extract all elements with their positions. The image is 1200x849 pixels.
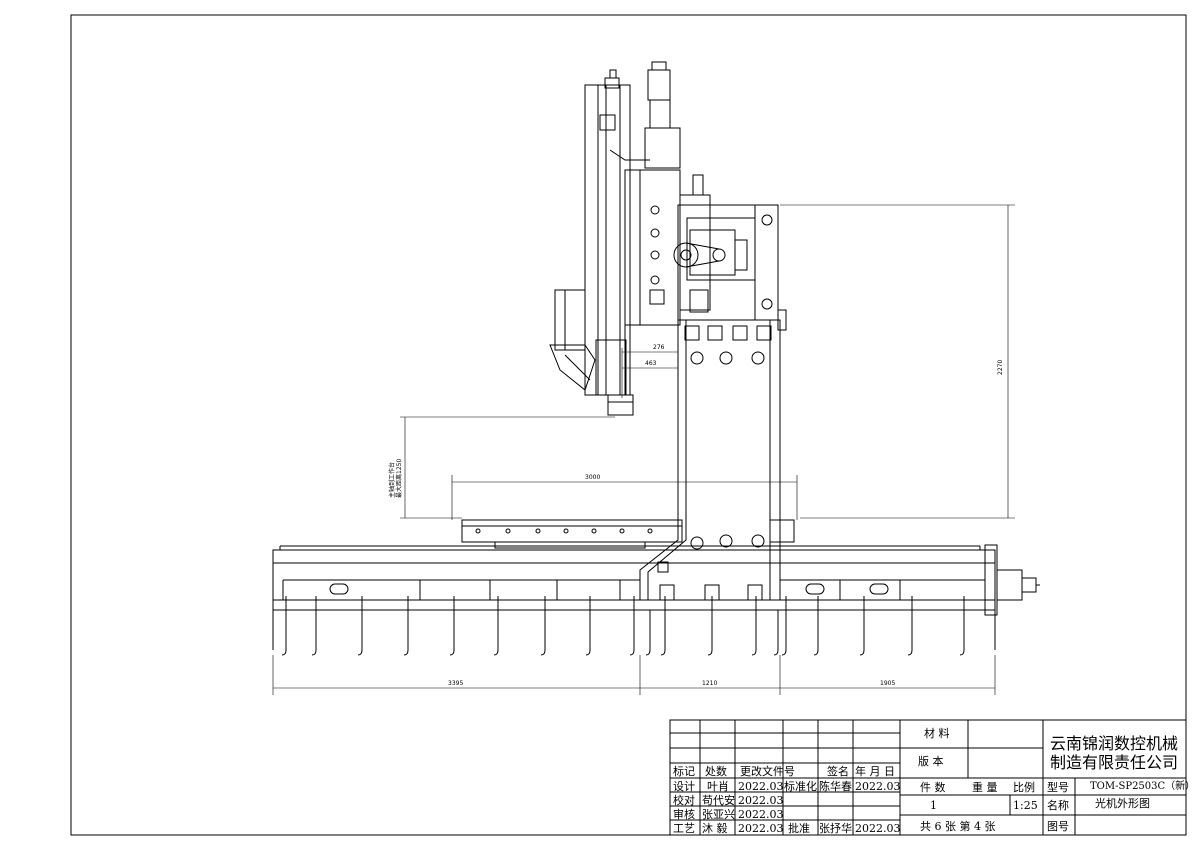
sheet-count: 共 6 张 第 4 张	[920, 820, 996, 833]
header-mark: 标记	[673, 765, 695, 778]
row-process-date: 2022.03	[738, 822, 784, 835]
sheet-border	[70, 14, 1187, 836]
header-date: 年 月 日	[855, 765, 895, 778]
title-block-grid	[669, 719, 1187, 836]
dim-3395: 3395	[448, 680, 464, 687]
drawing-no-label: 图号	[1047, 820, 1069, 833]
work-table	[461, 519, 795, 549]
header-sign: 签名	[827, 765, 849, 778]
row-review-role: 审核	[673, 808, 695, 821]
dim-3000: 3000	[585, 474, 601, 481]
row-review-name: 张亚兴	[702, 808, 735, 821]
dim-1210: 1210	[702, 680, 718, 687]
qty-value: 1	[930, 799, 937, 812]
scale-value: 1:25	[1013, 799, 1038, 812]
dim-spindle-table-value: 最大距离1250	[396, 458, 403, 498]
counterweight-cylinder	[644, 61, 681, 169]
row-process-name: 沐 毅	[702, 822, 728, 835]
dim-463: 463	[645, 360, 657, 367]
header-count: 处数	[705, 765, 727, 778]
dim-276: 276	[653, 344, 665, 351]
header-change-doc: 更改文件号	[740, 765, 795, 778]
name-label: 名称	[1047, 799, 1069, 812]
row-check-role: 校对	[673, 794, 695, 807]
dim-1905: 1905	[880, 680, 896, 687]
row-review-date: 2022.03	[738, 808, 784, 821]
row-check-name: 苟代安	[702, 794, 735, 807]
row-process-role: 工艺	[673, 822, 695, 835]
drive-pulley	[673, 229, 748, 276]
tool-changer	[549, 289, 596, 391]
version-label: 版 本	[918, 755, 944, 768]
dim-2270: 2270	[997, 359, 1004, 375]
name-value: 光机外形图	[1095, 797, 1150, 810]
company-name-line1: 云南锦润数控机械	[1050, 734, 1179, 753]
model-value: TOM-SP2503C（新）	[1090, 781, 1196, 792]
company-name-line2: 制造有限责任公司	[1050, 753, 1179, 772]
scale-label: 比例	[1013, 781, 1035, 794]
row-design-name: 叶肖	[707, 780, 729, 793]
row-process-date2: 2022.03	[855, 822, 901, 835]
chip-conveyor-motor	[984, 544, 1040, 616]
row-design-date2: 2022.03	[855, 780, 901, 793]
weight-label: 重 量	[972, 781, 998, 794]
column	[639, 204, 787, 601]
saddle	[609, 149, 711, 326]
row-design-name2: 陈华春	[819, 780, 852, 793]
row-process-name2: 张抒华	[819, 822, 852, 835]
spindle-ram	[584, 69, 634, 416]
row-design-date: 2022.03	[738, 780, 784, 793]
leveling-bolts	[281, 596, 968, 656]
row-design-role: 设计	[673, 780, 695, 793]
row-design-role2: 标准化	[784, 780, 817, 793]
row-process-role2: 批准	[788, 822, 810, 835]
qty-label: 件 数	[920, 781, 946, 794]
model-label: 型号	[1047, 781, 1069, 794]
material-label: 材 料	[924, 727, 950, 740]
row-check-date: 2022.03	[738, 794, 784, 807]
